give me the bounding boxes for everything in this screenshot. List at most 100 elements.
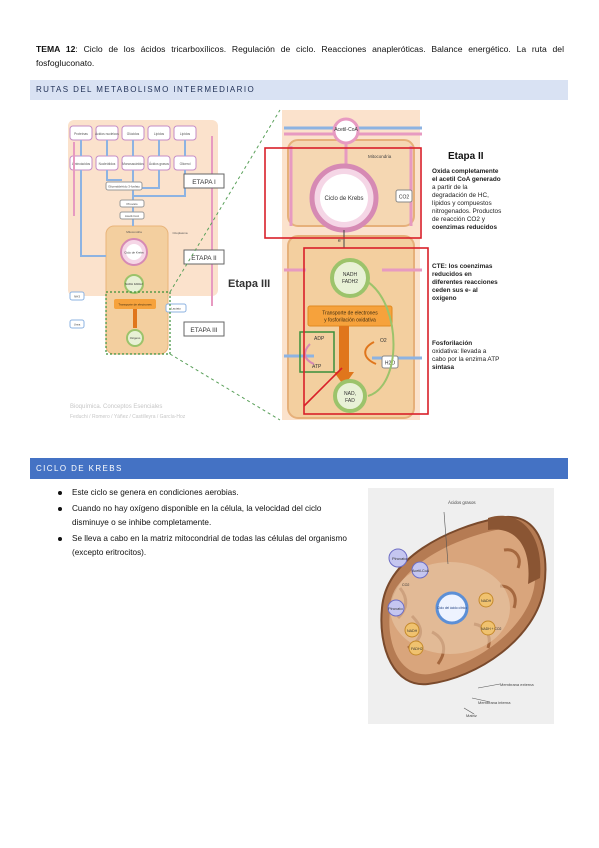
overview-green-box [105,291,171,355]
zoom-adp-label: ADP [314,336,325,342]
etapa-ii-line-2: a partir de la [432,184,468,191]
nadh-co2-bubble [480,620,496,636]
etapa-label-3: ETAPA III [190,327,217,334]
mid-box-label-2: Monosacáridos [122,162,144,166]
zoom-panel: Acetil-CoA Mitocondria Ciclo de Krebs CO… [282,110,422,420]
mid-box-label-4: Glicerol [180,162,191,166]
zoom-krebs-label: Ciclo de Krebs [324,196,363,202]
small-label-urea: Urea [74,323,81,327]
zoom-co2-label: CO2 [399,195,410,201]
etapa-ii-line-6: de reacción CO2 y [432,216,486,223]
small-label-piruvato: Piruvato [126,202,137,206]
watermark-line-1: Bioquímica. Conceptos Esenciales [70,404,162,410]
zoom-down-arrow-head [334,372,354,386]
fosfo-line-0: Fosforilación [432,340,472,347]
document-heading: TEMA 12: Ciclo de los ácidos tricarboxíl… [36,42,564,70]
overview-krebs-inner [126,244,142,260]
tema-text: : Ciclo de los ácidos tricarboxílicos. R… [36,44,564,68]
overview-nadh-circle [124,274,144,294]
mito-cut-edge [488,515,541,584]
fig2-label-nadh-2: NADH [407,629,418,633]
membrane-pointers [463,683,501,715]
mitochondria-illustration: Ácidos grasos Piruvato Acetil-CoA CO2 Pi… [368,488,554,724]
small-label-box-lactato [165,303,187,313]
fadh-bubble [408,640,424,656]
small-label-box-2 [119,211,145,220]
etapa-ii-line-3: degradación de HC, [432,192,489,199]
zoom-transport-bar [307,305,393,327]
etapa-ii-title: Etapa II [448,151,484,162]
zoom-nad-label: NAD, [344,391,356,397]
red-box-etapa-ii [264,147,422,239]
small-label-oxigeno: Oxígeno [130,336,141,340]
nadh-bubble-2 [404,622,420,638]
section-title-rutas: RUTAS DEL METABOLISMO INTERMEDIARIO [30,80,568,100]
zoom-atp-green-box [299,331,335,373]
etapa-box-1 [183,173,225,189]
etapa-ii-line-7: coenzimas reducidos [432,224,497,231]
zoom-o2-label: O2 [380,338,387,344]
zoom-o2-curve [364,341,377,365]
fig2-label-membrana-interna: Membrana interna [478,700,511,705]
fosfo-line-2: cabo por la enzima ATP [432,356,499,363]
etapa-box-3 [183,321,225,337]
small-label-box-urea [69,319,85,329]
zoom-nad-circle [333,379,367,413]
mid-box-row: Aminoácidos Nucleótidos Monosacáridos Ác… [69,155,197,171]
small-label-nh3: NH3 [74,295,80,299]
zoom-transport-label-2: y fosforilación oxidativa [324,318,376,324]
tema-label: TEMA 12 [36,44,76,54]
etapa-ii-line-1: el acetil CoA generado [432,176,501,183]
etapa-label-2: ETAPA II [191,255,217,262]
zoom-nadh-circle [330,258,370,298]
zoom-h2o-label: H2O [385,361,395,367]
etapa-ii-annotation: Etapa II Oxida completamente el acetil C… [432,151,501,231]
krebs-bullet-list: Este ciclo se genera en condiciones aero… [56,486,352,562]
overview-transport-bar [114,299,156,309]
small-label-gliceraldehido: Gliceraldehído 3-fosfato [108,185,140,189]
zoom-fadh-label: FADH2 [342,279,358,285]
fig2-label-co2: CO2 [402,583,409,587]
small-label-lactato: Lactato [171,307,181,311]
fosfo-line-3: sintasa [432,364,454,371]
zoom-recycle-arrow [367,281,395,397]
etapa-ii-line-5: nitrogenados. Productos [432,208,501,215]
fig2-label-fadh: FADH2 [411,647,423,651]
acidos-pointer [443,511,449,565]
mid-box-label-1: Nucleótidos [99,162,116,166]
red-box-cte [303,247,429,415]
zoom-transport-label-1: Transporte de electrones [322,311,378,317]
overview-pink-arrows [73,136,213,306]
cte-line-4: oxígeno [432,295,457,302]
small-label-acetil: Acetil-CoA [125,214,139,218]
zoom-acetil-label: Acetil-CoA [334,127,358,133]
mid-box-label-0: Aminoácidos [72,162,91,166]
fig2-label-matriz: Matriz [466,713,477,718]
zoom-atp-label: ATP [312,364,322,370]
bullet-item: Cuando no hay oxígeno disponible en la c… [56,502,352,530]
metabolism-figure-svg: Proteínas Ácidos nucleicos Glúcidos Lípi… [68,109,501,421]
cycle-circle [435,591,469,625]
zoom-co2-box [395,189,413,203]
small-label-krebs: Ciclo de Krebs [124,251,144,255]
zoom-mitocondria-label: Mitocondria [368,154,392,159]
top-box-label-3: Lípidos [154,132,165,136]
nadh-bubble-1 [478,592,494,608]
small-label-box-0 [105,181,143,191]
overview-diagram: Proteínas Ácidos nucleicos Glúcidos Lípi… [68,120,225,420]
mitochondria-svg: Ácidos grasos Piruvato Acetil-CoA CO2 Pi… [368,488,554,724]
red-diagonal [303,367,343,407]
small-label-nadh: NADH FADH2 [125,282,143,286]
fosforilacion-annotation: Fosforilación oxidativa: llevada a cabo … [432,340,499,371]
fig2-label-acetil: Acetil-CoA [412,569,430,573]
zoom-fad-label: FAD [345,398,355,404]
small-label-box-nh3 [69,291,85,301]
fig2-label-nadh-co2: NADH + CO2 [481,627,502,631]
etapa-ii-line-0: Oxida completamente [432,168,499,175]
cte-line-1: reducidos en [432,271,472,278]
overview-etapa-labels: ETAPA I ETAPA II ETAPA III [183,173,225,337]
top-box-row: Proteínas Ácidos nucleicos Glúcidos Lípi… [69,125,197,141]
cte-annotation: CTE: los coenzimas reducidos en diferent… [432,263,498,302]
bullet-item: Este ciclo se genera en condiciones aero… [56,486,352,500]
zoom-eminus-label: e⁻ [338,238,344,244]
